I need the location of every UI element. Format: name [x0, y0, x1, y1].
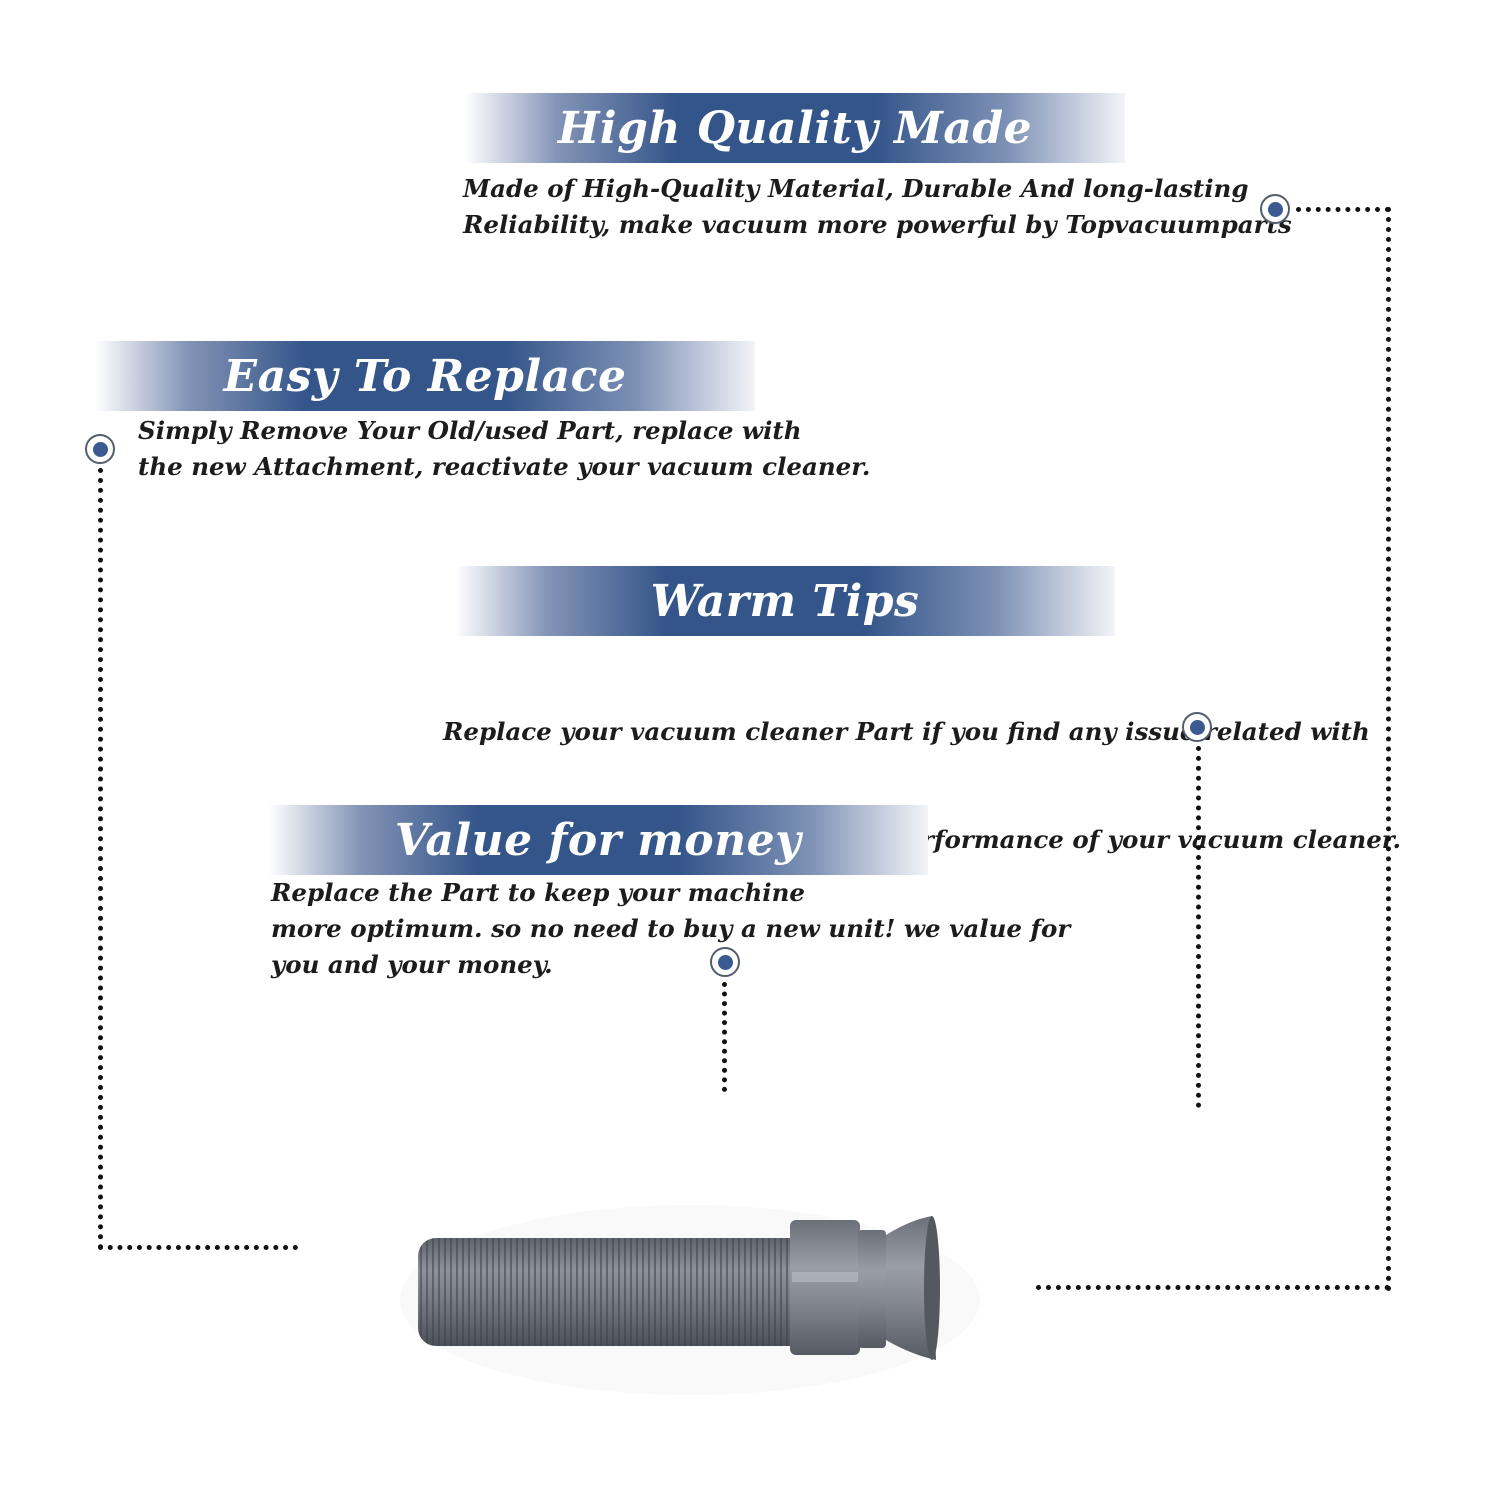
dotted-connector	[722, 982, 727, 1092]
dotted-connector	[1036, 1285, 1390, 1290]
dotted-connector	[1386, 207, 1391, 1292]
dotted-connector	[98, 1245, 298, 1250]
description-line: more optimum. so no need to buy a new un…	[271, 914, 1071, 943]
description-line: Simply Remove Your Old/used Part, replac…	[138, 416, 802, 445]
section-title: High Quality Made	[557, 102, 1033, 154]
bullseye-marker-icon	[1182, 712, 1212, 742]
section-title: Warm Tips	[650, 575, 920, 627]
description-line: the new Attachment, reactivate your vacu…	[138, 452, 871, 481]
banner-easy-to-replace: Easy To Replace	[95, 341, 755, 411]
dotted-connector	[1296, 207, 1390, 212]
section-title: Value for money	[394, 814, 802, 866]
section-title: Easy To Replace	[223, 350, 627, 402]
section-description-easy-replace: Simply Remove Your Old/used Part, replac…	[138, 413, 870, 485]
bullseye-marker-icon	[710, 947, 740, 977]
section-description-value: Replace the Part to keep your machine mo…	[271, 875, 1070, 983]
description-line: Reliability, make vacuum more powerful b…	[463, 210, 1292, 239]
description-line: you and your money.	[271, 950, 553, 979]
banner-value-for-money: Value for money	[268, 805, 928, 875]
bullseye-marker-icon	[85, 434, 115, 464]
bullseye-marker-icon	[1260, 194, 1290, 224]
banner-high-quality-made: High Quality Made	[465, 93, 1125, 163]
dotted-connector	[98, 468, 103, 1250]
banner-warm-tips: Warm Tips	[455, 566, 1115, 636]
vacuum-hose-icon	[400, 1205, 980, 1395]
description-line: Replace the Part to keep your machine	[271, 878, 805, 907]
description-line: Replace your vacuum cleaner Part if you …	[443, 717, 1370, 746]
section-description-high-quality: Made of High-Quality Material, Durable A…	[463, 171, 1292, 243]
dotted-connector	[1196, 746, 1201, 1108]
description-line: Made of High-Quality Material, Durable A…	[463, 174, 1249, 203]
